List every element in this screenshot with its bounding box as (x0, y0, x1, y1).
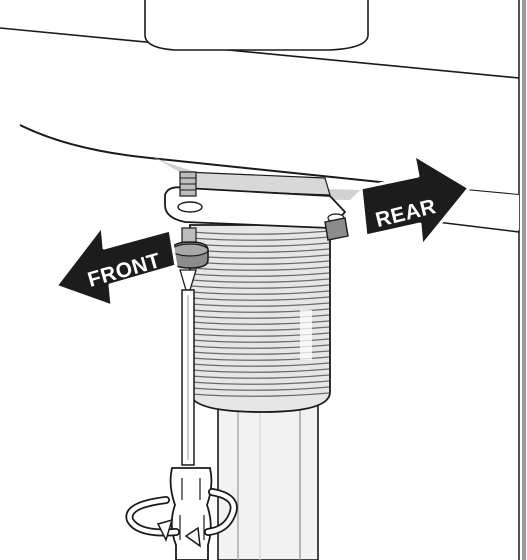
thread-line (190, 272, 330, 277)
thread-line (190, 308, 330, 313)
front-bolt (179, 171, 197, 245)
thread-line (190, 338, 330, 343)
thread-line (190, 284, 330, 289)
thread-line (190, 290, 330, 295)
thread-line (190, 266, 330, 271)
thread-line (190, 380, 330, 385)
support-shaft (217, 404, 319, 560)
thread-line (190, 362, 330, 367)
frame-edge (518, 0, 526, 560)
front-direction-arrow: FRONT (54, 224, 178, 308)
thread-line (190, 236, 330, 241)
thread-line (190, 314, 330, 319)
thread-line (190, 374, 330, 379)
threaded-collar (189, 224, 331, 413)
thread-line (190, 332, 330, 337)
thread-line (190, 344, 330, 349)
thread-line (190, 392, 330, 397)
thread-line (190, 386, 330, 391)
thread-line (190, 356, 330, 361)
thread-line (190, 296, 330, 301)
thread-line (190, 230, 330, 235)
direction-arrow-right-icon (359, 153, 471, 248)
front-nut (171, 241, 209, 269)
rear-nut (324, 217, 349, 241)
thread-line (190, 302, 330, 307)
thread-line (190, 320, 330, 325)
thread-line (190, 278, 330, 283)
mounting-bracket (164, 171, 347, 229)
thread-line (190, 350, 330, 355)
rear-direction-arrow: REAR (359, 153, 471, 248)
direction-arrow-left-icon (54, 224, 178, 308)
rotate-arrow-icon (125, 488, 238, 548)
thread-line (190, 368, 330, 373)
hex-key-screwdriver-icon (169, 269, 213, 560)
thread-line (190, 326, 330, 331)
